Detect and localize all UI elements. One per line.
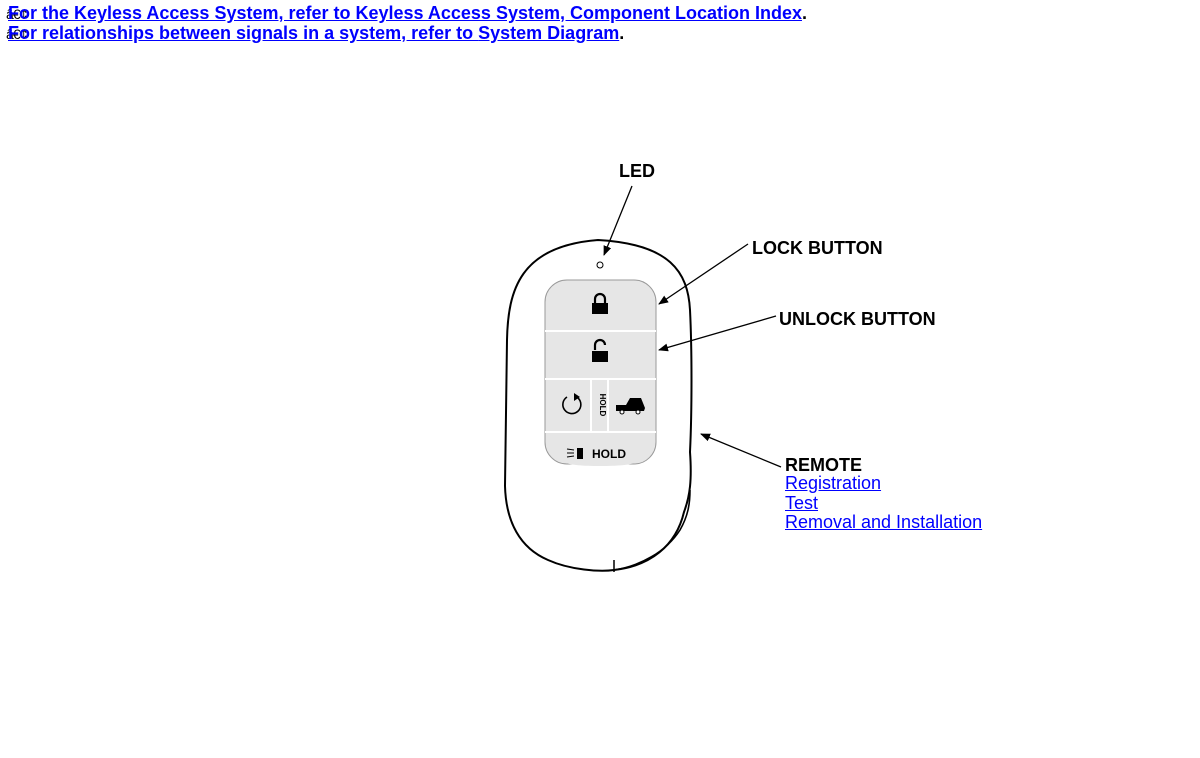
test-link[interactable]: Test [785, 492, 819, 513]
reference-line-system-diagram: â€¢For relationships between signals in … [6, 23, 625, 43]
led-indicator [596, 261, 604, 269]
remote-leader [700, 433, 782, 468]
component-location-index-link[interactable]: For the Keyless Access System, refer to … [8, 3, 802, 23]
system-diagram-link[interactable]: For relationships between signals in a s… [8, 23, 620, 43]
remote-links: Registration Test Removal and Installati… [785, 473, 983, 533]
lock-closed-icon [592, 292, 608, 314]
panic-light-icon [566, 448, 583, 459]
lock-open-icon [592, 338, 608, 362]
led-leader [603, 185, 633, 256]
unlock-button-leader [658, 315, 777, 352]
reference-line-component-index: â€¢For the Keyless Access System, refer … [6, 3, 807, 23]
removal-installation-link[interactable]: Removal and Installation [785, 512, 983, 532]
remote-body-outline [503, 238, 693, 572]
bullet-glyph: â€¢ [6, 6, 27, 22]
lock-button-leader [658, 243, 749, 305]
lock-button-label: LOCK BUTTON [752, 238, 883, 258]
remote-start-icon [562, 393, 582, 415]
bullet-glyph: â€¢ [6, 26, 27, 42]
registration-link[interactable]: Registration [785, 473, 882, 493]
key-blade-outline [613, 489, 691, 571]
led-label: LED [619, 161, 655, 181]
remote-label: REMOTE [785, 455, 863, 475]
hatch-icon [616, 398, 645, 415]
hold-vertical-label: HOLD [598, 394, 607, 417]
unlock-button-label: UNLOCK BUTTON [779, 309, 936, 329]
hold-button-label: HOLD [592, 447, 626, 461]
